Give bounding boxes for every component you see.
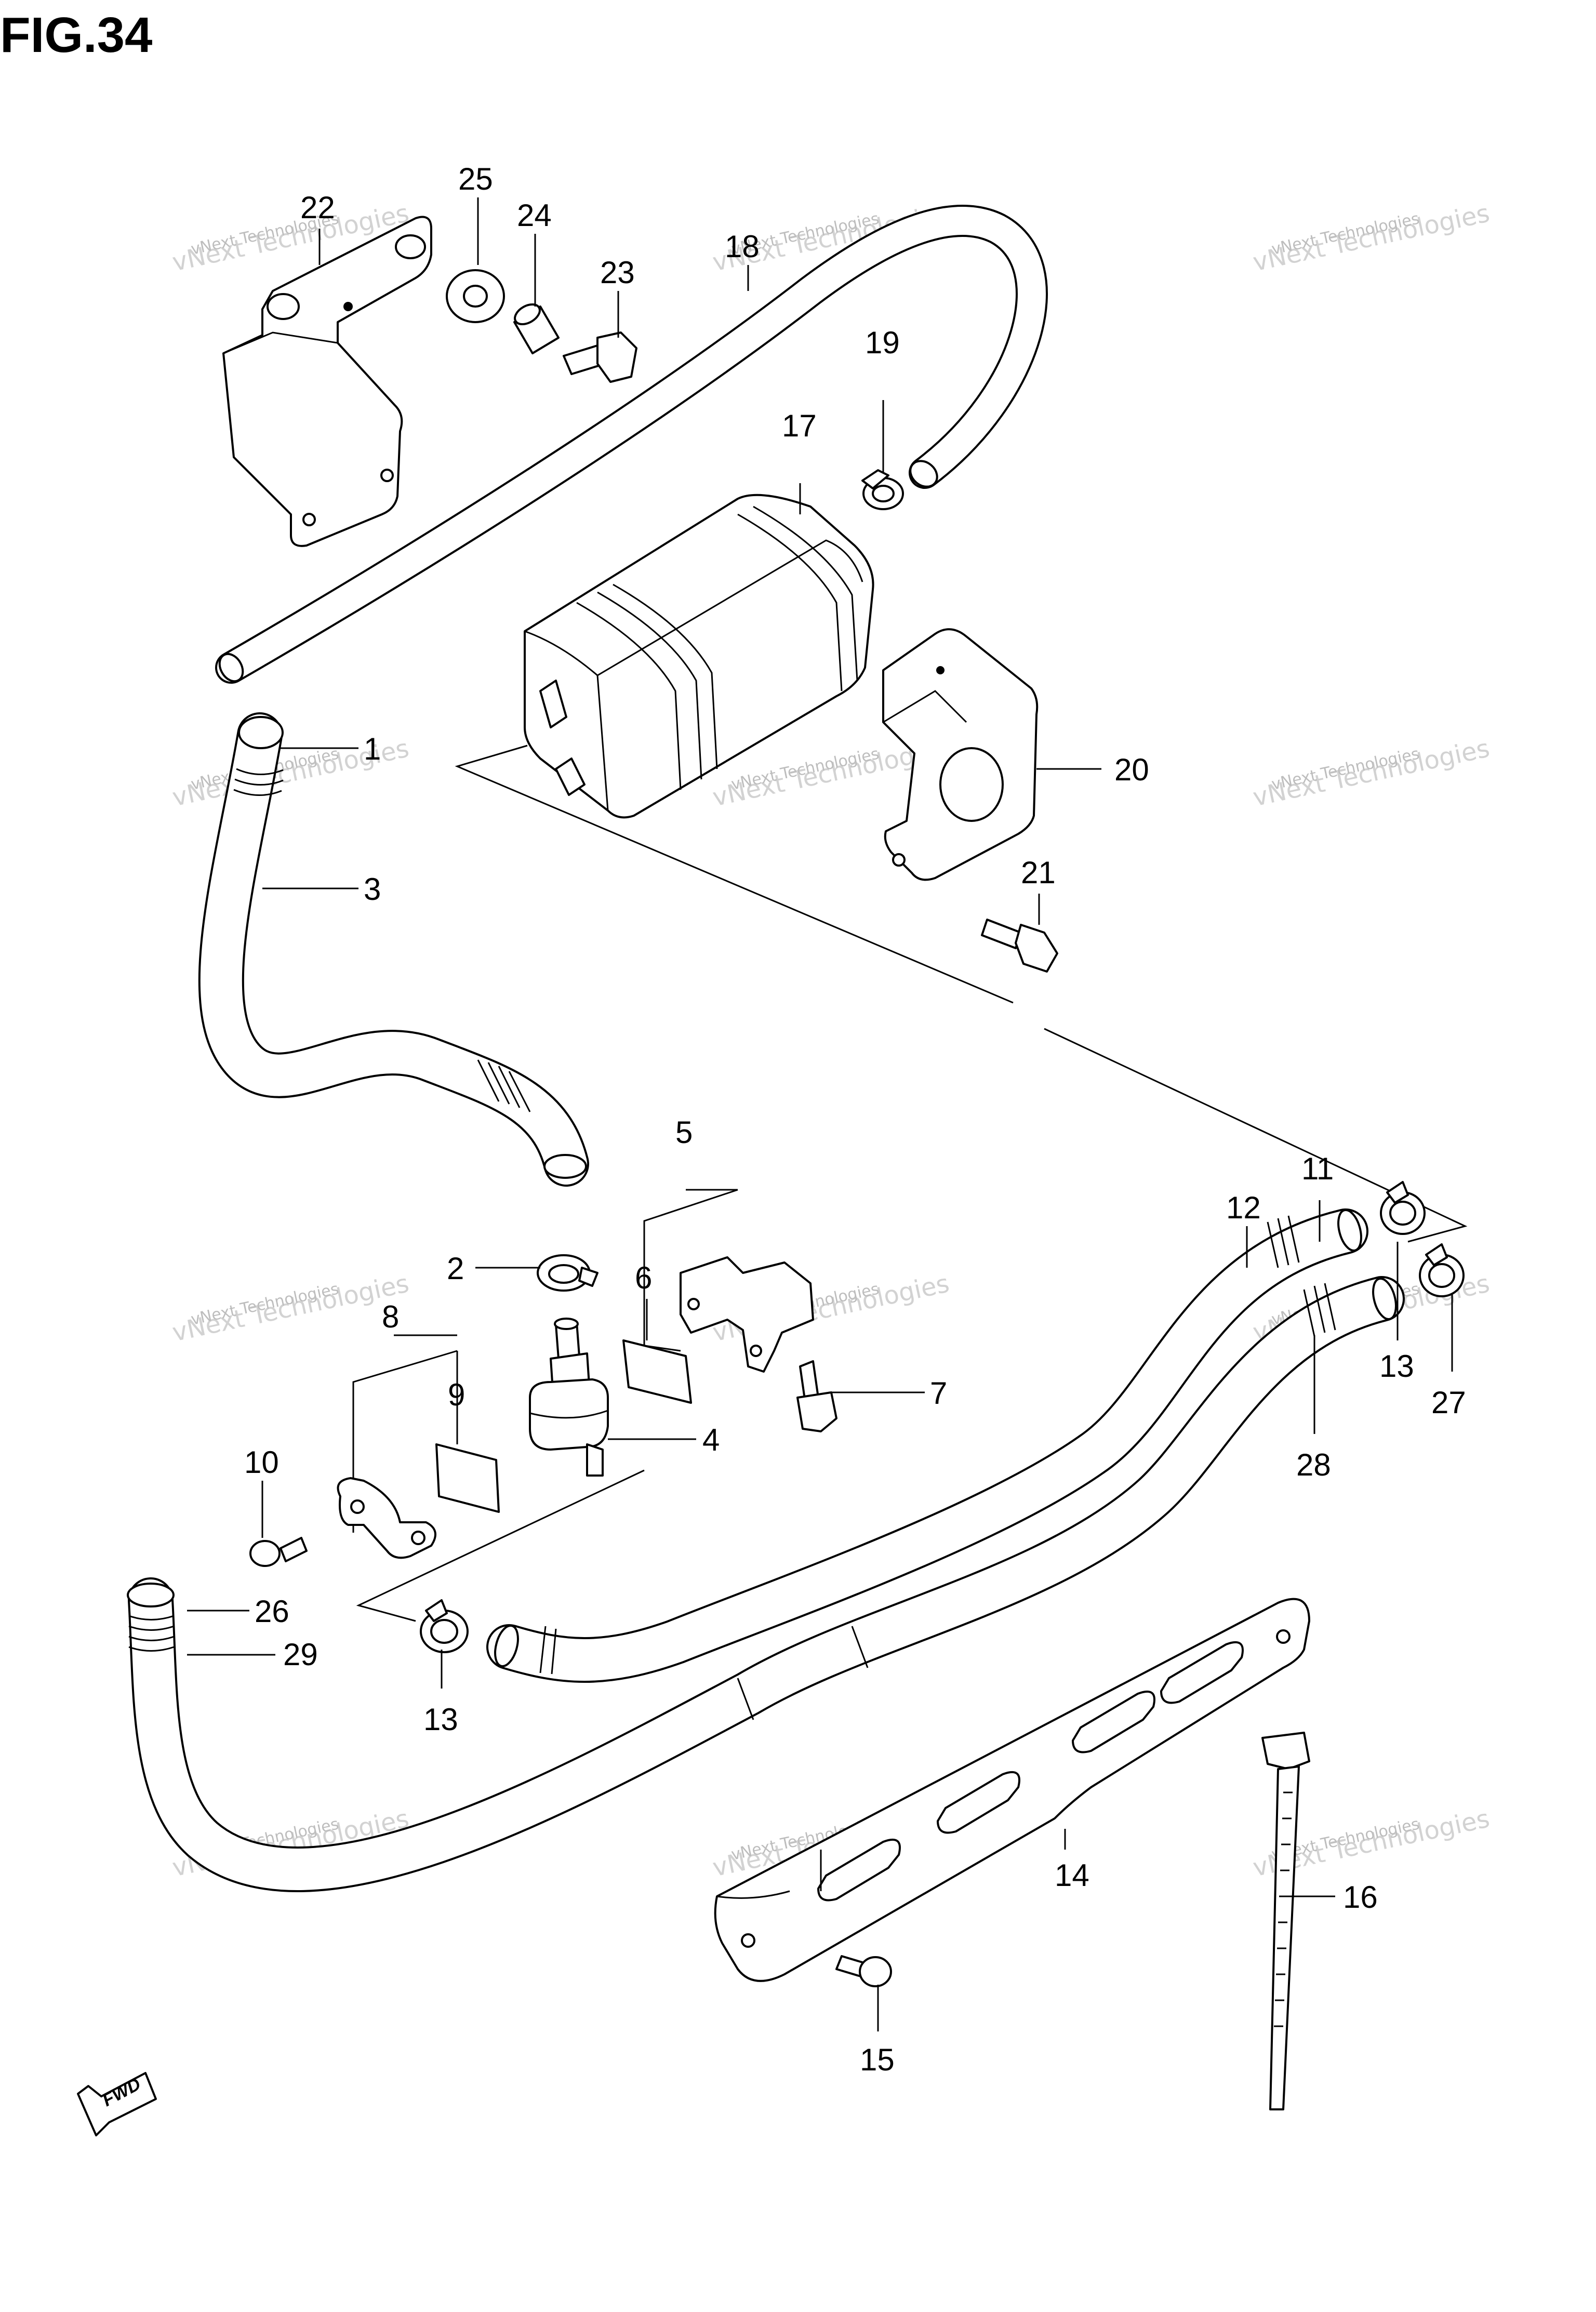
hose-12-end <box>494 1625 519 1667</box>
bracket-22 <box>222 216 432 547</box>
callout-21: 21 <box>1021 855 1056 890</box>
hose-3-end <box>238 716 284 749</box>
callout-28: 28 <box>1296 1447 1331 1482</box>
hose-12-end <box>1337 1209 1362 1252</box>
callouts: 1 2 3 4 5 6 7 8 9 10 11 12 13 13 14 15 1… <box>244 162 1466 2077</box>
callout-20: 20 <box>1114 752 1149 787</box>
bracket-14-slot <box>937 1771 1020 1834</box>
bracket-14 <box>714 1598 1310 1982</box>
bolt-21 <box>981 919 1058 973</box>
callout-17: 17 <box>782 408 817 443</box>
bracket-20-hole <box>939 747 1004 822</box>
clip-27 <box>1419 1243 1465 1297</box>
bracket-22-hole <box>395 234 426 259</box>
hose-3-end <box>543 1154 587 1179</box>
hose-29-end <box>127 1583 175 1607</box>
callout-5: 5 <box>675 1115 693 1150</box>
callout-12: 12 <box>1226 1190 1261 1225</box>
bracket-14-slot <box>1160 1641 1244 1704</box>
callout-22: 22 <box>300 190 335 225</box>
clip-1 <box>233 768 284 796</box>
valve-group-line <box>356 1469 645 1622</box>
callout-25: 25 <box>458 162 493 196</box>
callout-26: 26 <box>255 1594 289 1629</box>
group-boundary-lines <box>352 745 1468 1622</box>
callout-8: 8 <box>382 1299 399 1334</box>
callout-1: 1 <box>364 732 381 766</box>
fwd-badge: FWD <box>77 2072 157 2136</box>
canister-port <box>539 680 567 728</box>
canister-group-line <box>455 745 1014 1004</box>
callout-29: 29 <box>283 1637 318 1672</box>
grommet-25 <box>446 269 505 323</box>
clamp-8 <box>337 1477 436 1559</box>
clip-19 <box>861 469 904 510</box>
pad-6 <box>622 1339 692 1404</box>
clip-2 <box>537 1254 598 1292</box>
callout-19: 19 <box>865 325 900 360</box>
leader-lines <box>187 197 1453 2031</box>
bracket-22-plate <box>222 216 432 547</box>
hose-29-end <box>1372 1278 1397 1320</box>
bolt-23 <box>563 331 637 383</box>
hose-3 <box>198 712 589 1187</box>
figure-title: FIG.34 <box>0 7 152 63</box>
screw-10 <box>249 1537 308 1567</box>
bracket-14-slot <box>1072 1691 1155 1753</box>
callout-14: 14 <box>1055 1858 1089 1893</box>
callout-4: 4 <box>702 1423 720 1457</box>
hose-29-ribs <box>128 1283 1336 1720</box>
clip-13-bottom <box>420 1599 469 1653</box>
bracket-20 <box>882 628 1039 881</box>
pad-9 <box>435 1443 500 1513</box>
hose-12 <box>486 1208 1368 1683</box>
hose-12-ribs <box>539 1215 1300 1675</box>
callout-16: 16 <box>1343 1880 1378 1915</box>
callout-18: 18 <box>725 229 760 264</box>
canister-port <box>555 758 586 796</box>
screw-15 <box>835 1955 892 1987</box>
callout-2: 2 <box>447 1251 464 1286</box>
valve-4 <box>529 1318 609 1477</box>
hose-18 <box>215 205 1048 684</box>
screw-7 <box>796 1360 837 1432</box>
bracket-5 <box>680 1256 814 1373</box>
callout-13-top: 13 <box>1379 1349 1414 1384</box>
callout-10: 10 <box>244 1445 279 1480</box>
callout-11: 11 <box>1301 1151 1334 1186</box>
callout-7: 7 <box>930 1376 947 1411</box>
callout-9: 9 <box>448 1377 465 1412</box>
callout-27: 27 <box>1431 1385 1466 1420</box>
callout-13-bottom: 13 <box>423 1702 458 1737</box>
callout-3: 3 <box>364 872 381 907</box>
collar-24 <box>513 303 560 354</box>
bracket-14-slot <box>817 1839 901 1902</box>
hose-3-ribs <box>477 1059 531 1112</box>
hose-29 <box>127 1276 1405 1892</box>
canister-17 <box>524 494 874 819</box>
callout-6: 6 <box>635 1260 652 1295</box>
clip-13-top <box>1380 1181 1426 1235</box>
cable-tie-16 <box>1261 1732 1310 2110</box>
callout-23: 23 <box>600 255 635 290</box>
bracket-group-line-5 <box>643 1189 738 1352</box>
canister-group-line-right <box>1044 1028 1468 1243</box>
callout-15: 15 <box>860 2042 895 2077</box>
bracket-22-hole <box>267 293 300 320</box>
callout-24: 24 <box>517 198 552 233</box>
